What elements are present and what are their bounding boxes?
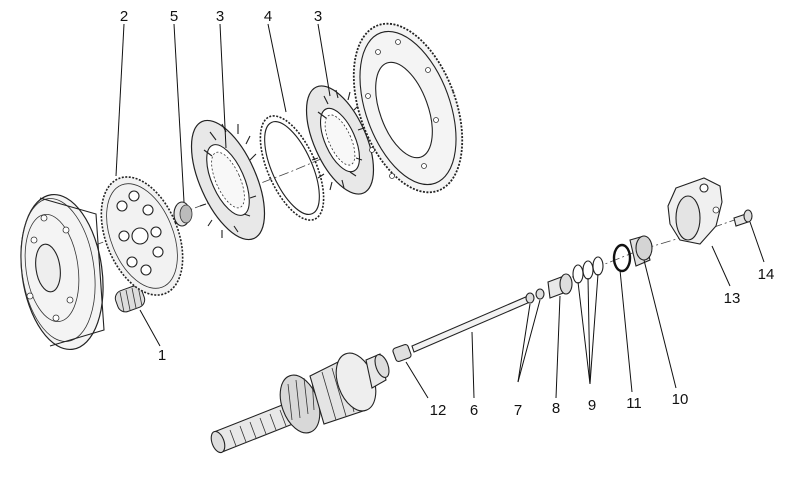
- callout-12: 12: [430, 402, 447, 419]
- leader-lines: [115, 23, 765, 399]
- pin-parts: [525, 288, 545, 304]
- callout-2: 2: [120, 8, 128, 25]
- callout-14: 14: [758, 266, 775, 283]
- callout-8: 8: [552, 400, 560, 417]
- steel-ring-part: [259, 115, 325, 221]
- flywheel-part: [20, 193, 105, 351]
- clutch-plate-left: [190, 119, 266, 241]
- callout-13: 13: [724, 290, 741, 307]
- small-bushing-part: [392, 343, 412, 363]
- callout-10: 10: [672, 391, 689, 408]
- callout-4: 4: [264, 8, 272, 25]
- snap-ring-part: [612, 243, 632, 273]
- callout-6: 6: [470, 402, 478, 419]
- bushing-part: [173, 201, 193, 227]
- spring-part: [114, 285, 146, 313]
- cylinder-housing-part: [667, 177, 723, 245]
- callout-5: 5: [170, 8, 178, 25]
- callout-11: 11: [626, 395, 642, 412]
- push-rod-part: [411, 295, 531, 353]
- callout-7: 7: [514, 402, 522, 419]
- callout-1: 1: [158, 347, 166, 364]
- ring-gear-part: [352, 22, 464, 194]
- callout-3-left: 3: [216, 8, 224, 25]
- callout-9: 9: [588, 397, 596, 414]
- screw-part: [733, 209, 753, 227]
- callout-3-right: 3: [314, 8, 322, 25]
- main-gear-shaft: [210, 352, 390, 454]
- plunger-part: [547, 273, 573, 299]
- clutch-plate-right: [305, 85, 375, 195]
- starter-gear-part: [100, 176, 184, 296]
- piston-part: [629, 235, 653, 267]
- washer-parts: [572, 256, 604, 284]
